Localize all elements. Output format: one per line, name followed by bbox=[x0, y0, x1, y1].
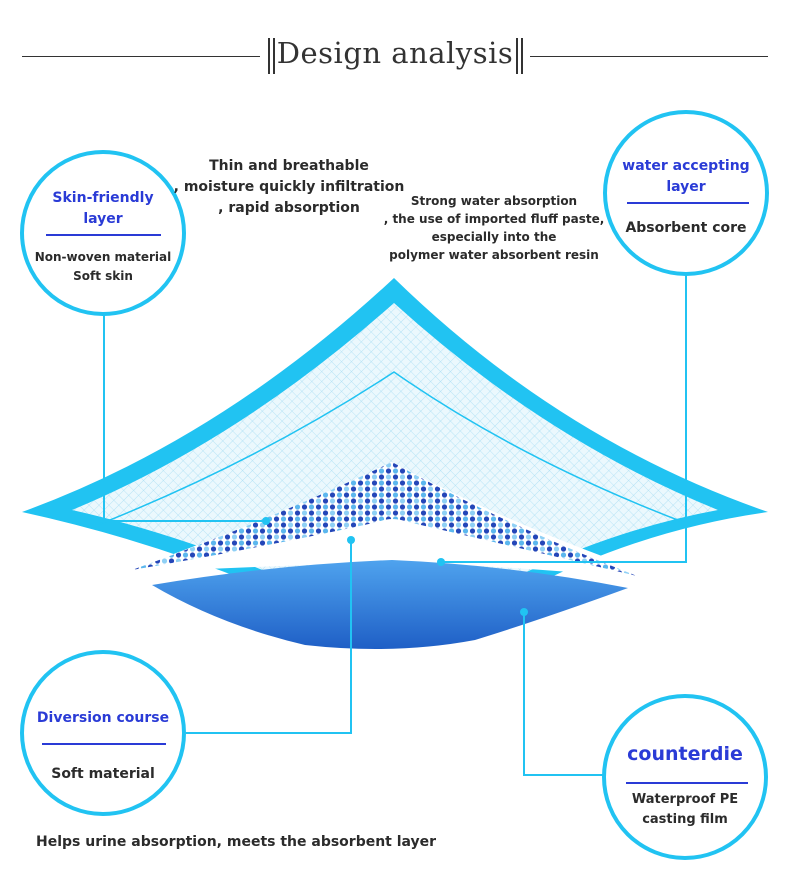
note-breathable-2: , moisture quickly infiltration bbox=[173, 179, 405, 195]
note-absorption-4: polymer water absorbent resin bbox=[389, 248, 599, 262]
connector-dot-water bbox=[437, 558, 445, 566]
counterdie-body-1: Waterproof PE bbox=[631, 792, 739, 807]
skin-friendly-body-2: Soft skin bbox=[73, 269, 133, 283]
diversion-body: Soft material bbox=[51, 766, 155, 782]
connector-dot-diversion bbox=[347, 536, 355, 544]
water-accepting-title-1: water accepting bbox=[622, 158, 750, 174]
title-rule-left bbox=[22, 56, 260, 57]
diversion-rule bbox=[42, 743, 166, 745]
bottom-film-layer bbox=[152, 560, 628, 649]
connector-diversion bbox=[186, 540, 352, 734]
note-absorption-3: especially into the bbox=[431, 230, 557, 244]
connector-dot-skin bbox=[262, 517, 270, 525]
water-accepting-rule bbox=[627, 202, 749, 204]
title-bar: Design analysis bbox=[22, 30, 768, 82]
title-bracket-right-1 bbox=[516, 38, 518, 74]
title-bracket-left-2 bbox=[273, 38, 275, 74]
counterdie-title: counterdie bbox=[627, 743, 743, 765]
connector-dot-counterdie bbox=[520, 608, 528, 616]
page-title: Design analysis bbox=[276, 36, 514, 70]
note-breathable-1: Thin and breathable bbox=[209, 158, 369, 174]
note-urine: Helps urine absorption, meets the absorb… bbox=[36, 834, 437, 850]
mesh-layer bbox=[72, 303, 718, 575]
connector-water-accepting bbox=[441, 272, 687, 563]
skin-friendly-rule bbox=[46, 234, 161, 236]
connector-counterdie bbox=[523, 612, 606, 776]
callout-counterdie: counterdie Waterproof PE casting film bbox=[602, 694, 768, 860]
note-breathable-3: , rapid absorption bbox=[218, 200, 360, 216]
note-absorption: Strong water absorption , the use of imp… bbox=[378, 192, 610, 264]
note-breathable: Thin and breathable , moisture quickly i… bbox=[170, 156, 408, 219]
callout-diversion: Diversion course Soft material bbox=[20, 650, 186, 816]
callout-water-accepting: water accepting layer Absorbent core bbox=[603, 110, 769, 276]
skin-friendly-title-2: layer bbox=[83, 211, 123, 227]
note-absorption-2: , the use of imported fluff paste, bbox=[383, 212, 605, 226]
diversion-title: Diversion course bbox=[36, 710, 170, 726]
counterdie-body-2: casting film bbox=[642, 812, 728, 827]
water-accepting-body-1: Absorbent core bbox=[625, 220, 747, 236]
title-bracket-right-2 bbox=[521, 38, 523, 74]
title-bracket-left-1 bbox=[268, 38, 270, 74]
skin-friendly-title-1: Skin-friendly bbox=[52, 190, 154, 206]
skin-friendly-body-1: Non-woven material bbox=[34, 250, 172, 264]
callout-skin-friendly: Skin-friendly layer Non-woven material S… bbox=[20, 150, 186, 316]
note-absorption-1: Strong water absorption bbox=[410, 194, 578, 208]
title-rule-right bbox=[530, 56, 768, 57]
accepting-layer-line bbox=[99, 371, 689, 525]
dotted-layer bbox=[132, 462, 637, 576]
water-accepting-title-2: layer bbox=[666, 179, 706, 195]
white-separation bbox=[140, 530, 640, 578]
connector-skin-friendly bbox=[103, 312, 266, 522]
counterdie-rule bbox=[626, 782, 748, 784]
